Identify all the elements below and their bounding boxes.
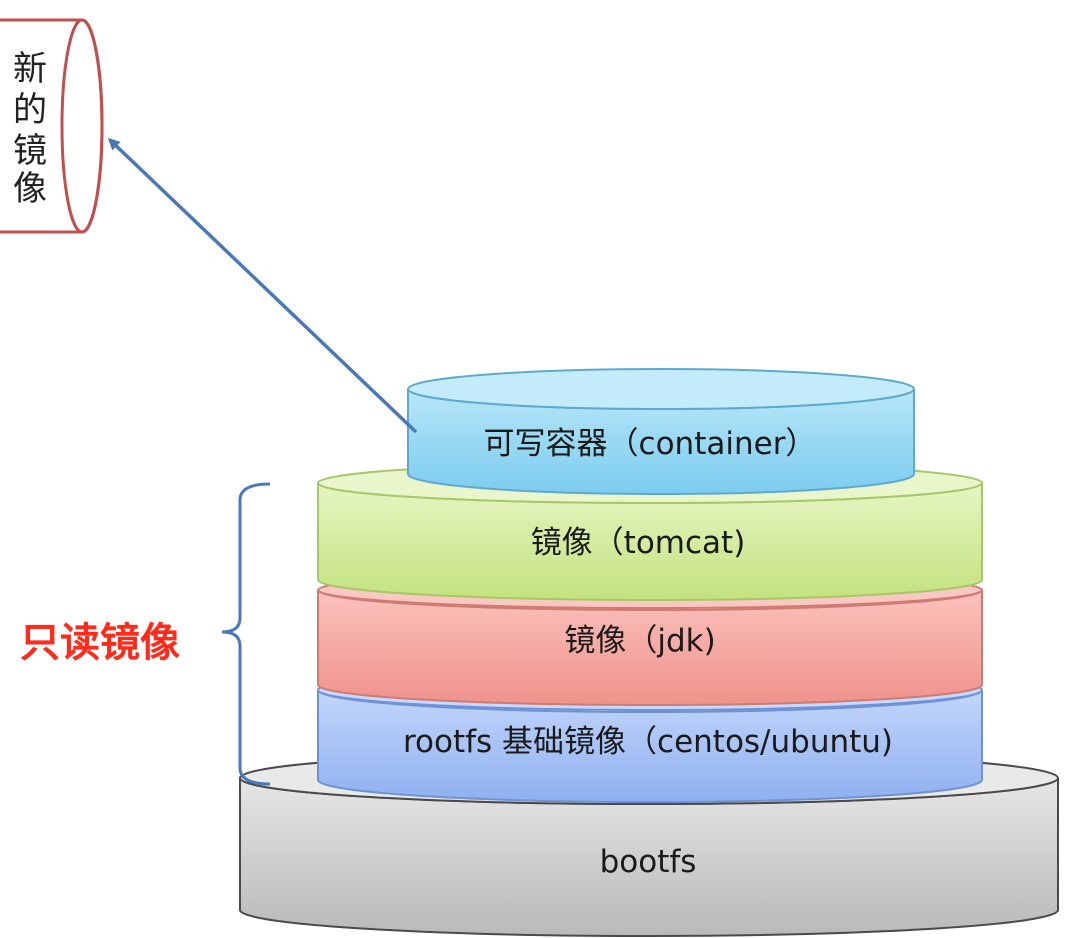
new-image-char: 像 [13, 169, 47, 209]
layer-jdk-label: 镜像（jdk) [564, 623, 715, 659]
layer-tomcat-label: 镜像（tomcat) [531, 525, 746, 561]
layer-container-label: 可写容器（container） [484, 426, 817, 462]
readonly-images-label: 只读镜像 [20, 620, 180, 666]
readonly-bracket [221, 482, 271, 786]
new-image-cylinder: 新 的 镜 像 [0, 18, 104, 234]
commit-arrow [107, 137, 418, 434]
new-image-char: 新 [13, 49, 47, 89]
new-image-char: 镜 [13, 131, 47, 171]
new-image-char: 的 [13, 90, 47, 130]
layer-bootfs-label: bootfs [600, 844, 697, 880]
layer-rootfs-label: rootfs 基础镜像（centos/ubuntu) [403, 724, 893, 760]
layer-container: 可写容器（container） [407, 368, 915, 495]
